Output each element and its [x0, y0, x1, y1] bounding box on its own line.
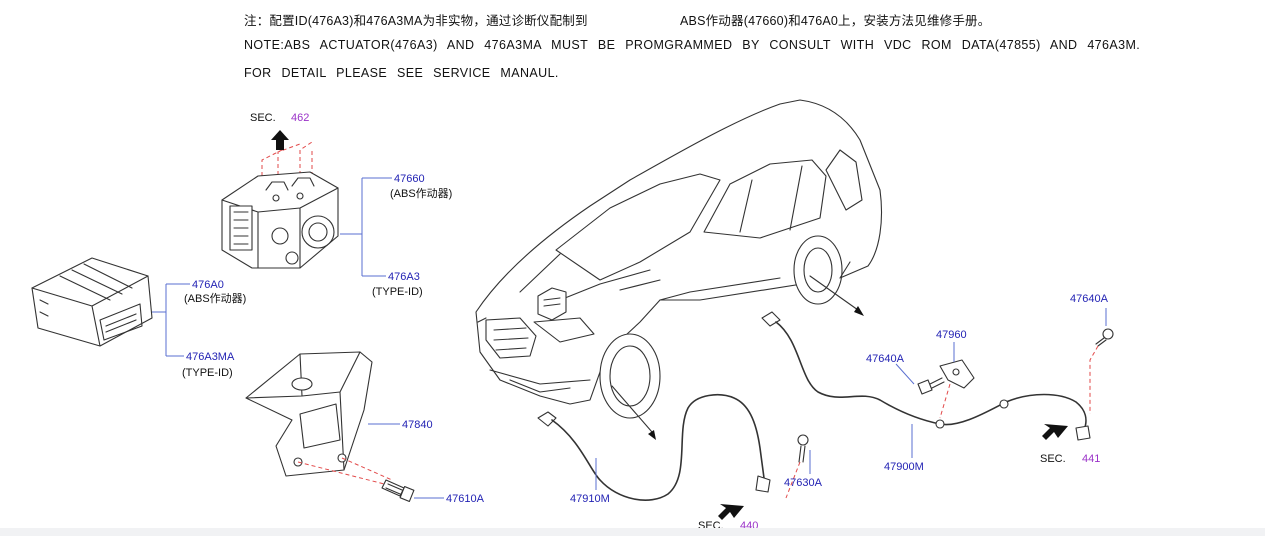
part-47640A-left: 47640A	[866, 353, 905, 365]
bolt-47640A-left	[917, 377, 945, 395]
part-47900M: 47900M	[884, 461, 924, 473]
part-476A3-desc: (TYPE-ID)	[372, 286, 423, 298]
bottom-band	[0, 528, 1265, 536]
part-476A3: 476A3	[388, 271, 420, 283]
part-476A3MA: 476A3MA	[186, 351, 235, 363]
part-47840: 47840	[402, 419, 433, 431]
bolt-47610A	[381, 479, 415, 502]
front-wheel-sensor-harness-47910M	[537, 394, 771, 501]
part-47960: 47960	[936, 329, 967, 341]
abs-control-unit-476A0	[31, 257, 153, 347]
sec-462-number: 462	[291, 112, 309, 124]
sec-462-label: SEC.	[250, 112, 276, 124]
sec-440-arrow	[718, 504, 744, 520]
part-476A0-desc: (ABS作动器)	[184, 292, 246, 305]
sec-441-label: SEC.	[1040, 453, 1066, 465]
bracket-47960	[939, 359, 975, 419]
sec-441-arrow	[1042, 424, 1068, 440]
leader-47640A-left	[895, 363, 915, 385]
part-476A3MA-desc: (TYPE-ID)	[182, 367, 233, 379]
rear-wheel-sensor-harness-47900M	[761, 311, 1091, 441]
bolt-47640A-right	[1089, 328, 1114, 414]
part-47610A: 47610A	[446, 493, 485, 505]
wheel-arrows	[611, 275, 864, 440]
sec-441-number: 441	[1082, 453, 1100, 465]
part-47660-desc: (ABS作动器)	[390, 187, 452, 200]
leader-476A0	[152, 283, 190, 357]
leader-47660	[340, 177, 392, 277]
part-47660: 47660	[394, 173, 425, 185]
vehicle-outline	[475, 99, 883, 419]
abs-actuator-47660	[221, 140, 339, 269]
part-47640A-right: 47640A	[1070, 293, 1109, 305]
note-english-line2: FOR DETAIL PLEASE SEE SERVICE MANAUL.	[244, 66, 559, 80]
part-47910M: 47910M	[570, 493, 610, 505]
bracket-47840	[245, 351, 393, 487]
note-english-line1: NOTE:ABS ACTUATOR(476A3) AND 476A3MA MUS…	[244, 38, 1141, 52]
bolt-47630A	[785, 434, 809, 499]
note-chinese-right: ABS作动器(47660)和476A0上，安装方法见维修手册。	[680, 14, 991, 28]
sec-462-arrow	[271, 130, 289, 150]
note-chinese-left: 注：配置ID(476A3)和476A3MA为非实物，通过诊断仪配制到	[244, 14, 588, 28]
part-476A0: 476A0	[192, 279, 224, 291]
part-47630A: 47630A	[784, 477, 823, 489]
